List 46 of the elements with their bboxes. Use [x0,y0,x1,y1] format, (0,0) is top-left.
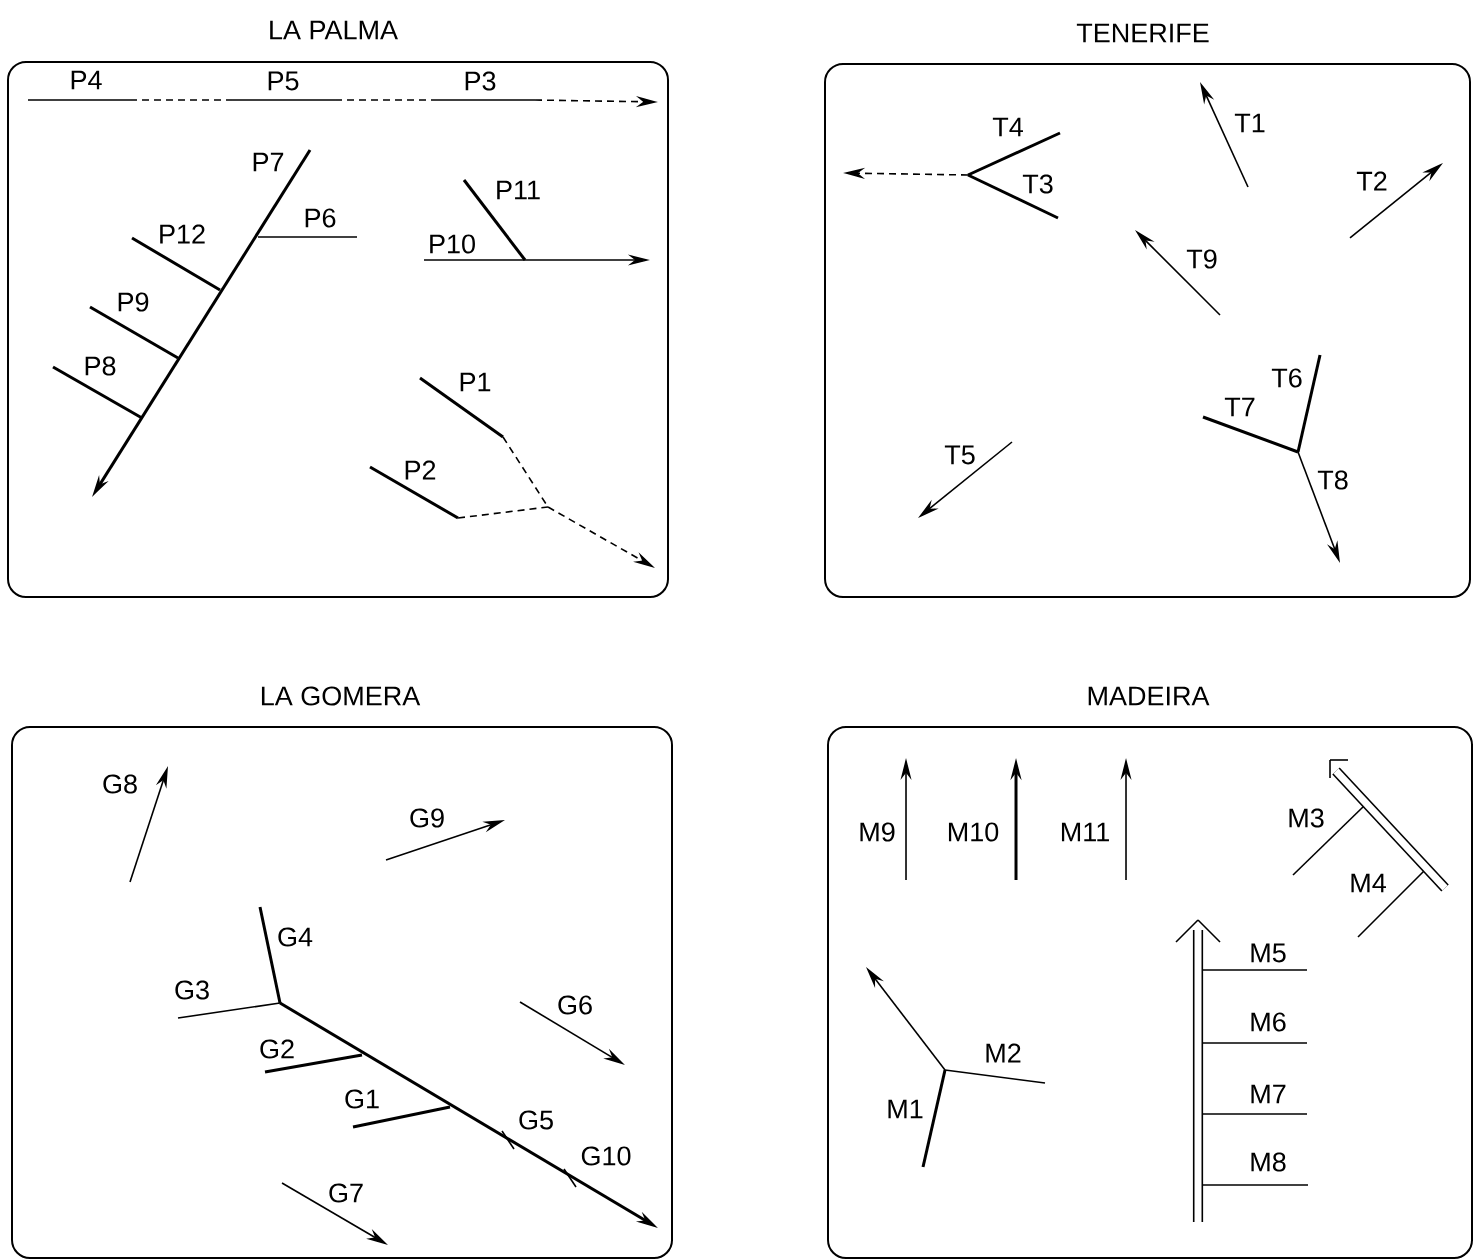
branch-label: M2 [986,1043,1021,1063]
branch-label: P4 [71,70,102,90]
branch-label: G8 [103,774,137,794]
branch-label: G1 [345,1089,379,1109]
branch-label: T9 [1186,249,1217,269]
branch-label: G4 [278,927,313,947]
branch-label: P8 [85,356,116,376]
branch-label: P9 [118,292,149,312]
branch-label: T1 [1234,113,1265,133]
branch-label: G2 [260,1039,294,1059]
panel-heading: LA PALMA [270,20,398,40]
branch-label: P2 [405,460,436,480]
branch-label: M7 [1251,1084,1286,1104]
branch-label: G3 [175,980,209,1000]
branch-label: T7 [1224,397,1255,417]
branch-label: M4 [1351,873,1386,893]
branch-label: P6 [305,208,336,228]
branch-label: T8 [1317,470,1348,490]
branch-label: T2 [1356,171,1387,191]
branch-label: P12 [160,224,205,244]
branch-label: M5 [1251,943,1286,963]
branch-label: G5 [519,1110,553,1130]
branch-label: G7 [329,1183,363,1203]
panel-heading: LA GOMERA [261,686,421,706]
branch-label: M10 [948,822,999,842]
branch-label: P7 [253,152,284,172]
branch-label: M6 [1251,1012,1286,1032]
branch-label: G9 [410,808,444,828]
branch-label: M9 [860,822,895,842]
branch-label: T4 [992,117,1023,137]
branch-label: P3 [465,71,496,91]
branch-label: T6 [1271,368,1302,388]
branch-label: P5 [268,71,299,91]
branch-label: M8 [1251,1152,1286,1172]
branch-label: G10 [581,1146,631,1166]
branch-label: T5 [944,445,975,465]
branch-label: M1 [888,1099,923,1119]
branch-label: P11 [497,180,540,200]
branch-label: M11 [1061,822,1109,842]
branch-label: G6 [558,995,592,1015]
panel-heading: TENERIFE [1076,23,1209,43]
branch-label: T3 [1022,174,1053,194]
branch-label: P1 [460,372,491,392]
branch-label: M3 [1289,808,1324,828]
panel-heading: MADEIRA [1088,686,1210,706]
branch-label: P10 [430,234,475,254]
